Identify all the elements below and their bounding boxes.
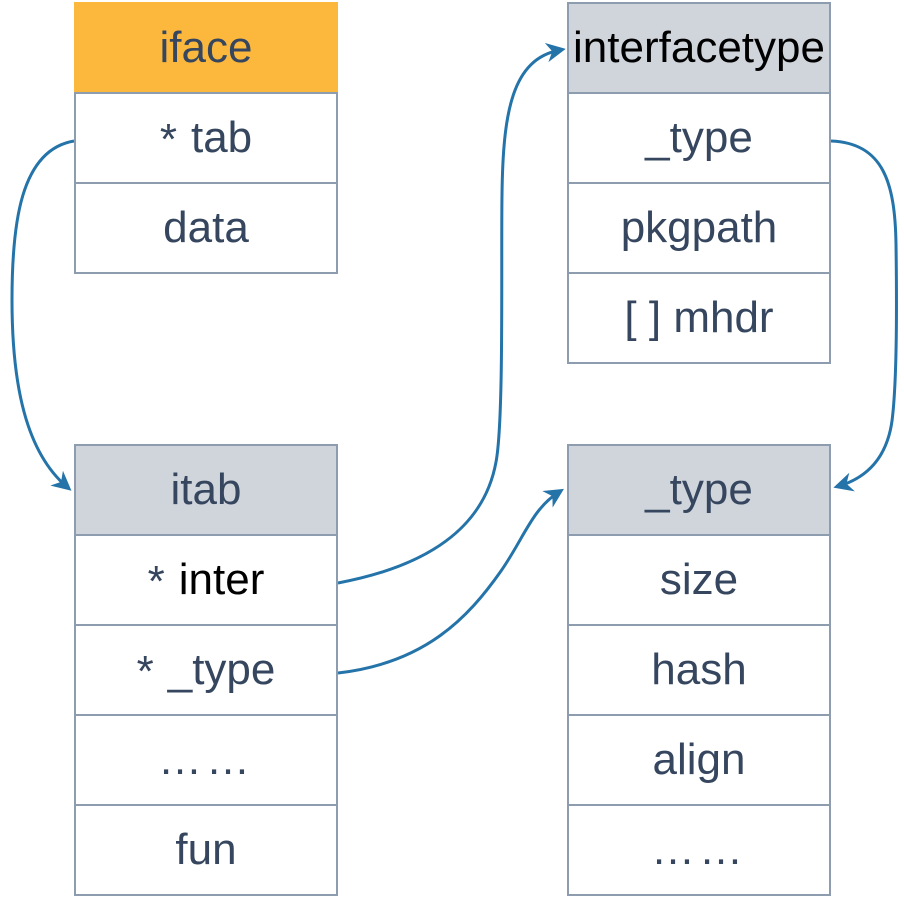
iface-header: iface [74,2,338,94]
field-label: hash [651,645,747,694]
iface-row-data: data [74,182,338,274]
field-label: align [652,735,746,784]
ellipsis-label: …… [158,735,254,784]
itab-title: itab [170,465,242,514]
interfacetype-row-mhdr: [ ] mhdr [567,272,831,364]
field-label: tab [190,113,253,162]
field-label: fun [175,825,237,874]
field-label: size [659,555,739,604]
field-label: [ ] mhdr [624,293,774,342]
arrow-itab-type-to-type [337,488,564,675]
itab-row-dots: …… [74,714,338,806]
iface-row-tab: * tab [74,92,338,184]
iface-title: iface [159,23,253,72]
field-label: pkgpath [620,203,778,252]
itab-row-type: * _type [74,624,338,716]
type-header: _type [567,444,831,536]
field-label: _type [167,645,276,694]
arrow-interfacetype-type-to-type [830,139,899,492]
type-row-dots: …… [567,804,831,896]
interfacetype-row-pkgpath: pkgpath [567,182,831,274]
type-title: _type [645,465,753,514]
pointer-star: * [159,115,177,164]
interfacetype-box: interfacetype _type pkgpath [ ] mhdr [567,2,831,364]
itab-header: itab [74,444,338,536]
type-row-align: align [567,714,831,806]
ellipsis-label: …… [651,825,747,874]
pointer-star: * [136,647,154,696]
iface-box: iface * tab data [74,2,338,274]
pointer-star: * [147,557,165,606]
arrow-itab-inter-to-interfacetype [337,42,566,585]
interfacetype-title: interfacetype [573,23,825,72]
itab-row-inter: * inter [74,534,338,626]
field-label: _type [645,113,753,162]
field-label: data [163,203,249,252]
itab-box: itab * inter * _type …… fun [74,444,338,896]
arrow-iface-tab-to-itab [10,139,75,491]
type-row-hash: hash [567,624,831,716]
type-box: _type size hash align …… [567,444,831,896]
type-row-size: size [567,534,831,626]
field-label: inter [178,555,265,604]
itab-row-fun: fun [74,804,338,896]
interfacetype-row-type: _type [567,92,831,184]
interfacetype-header: interfacetype [567,2,831,94]
